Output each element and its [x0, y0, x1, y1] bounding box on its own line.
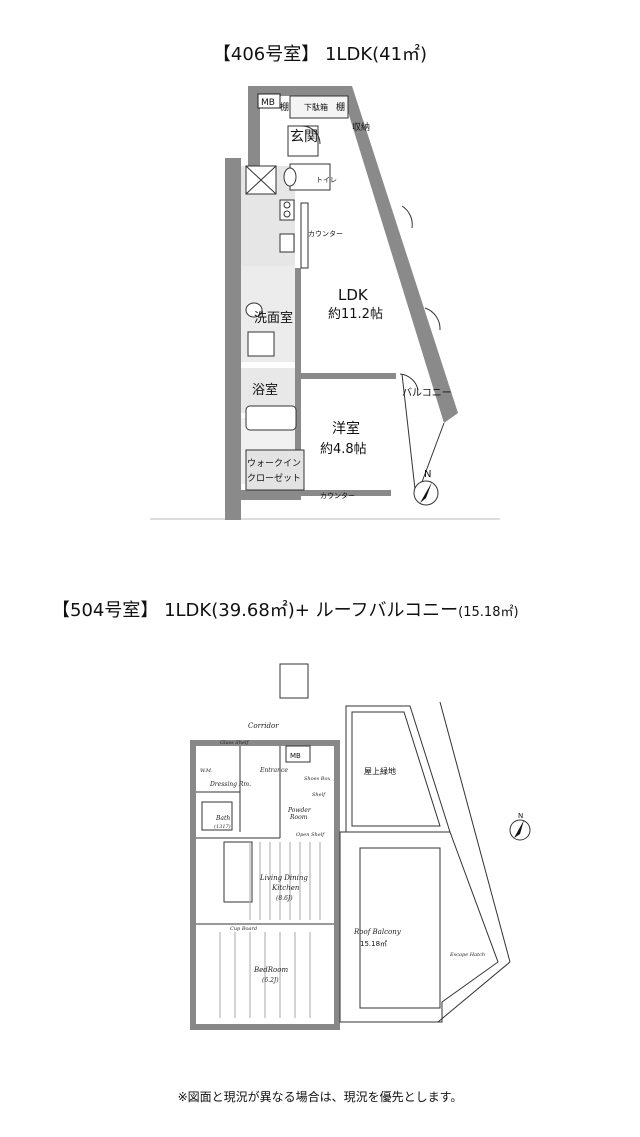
counter1-label: カウンター [308, 229, 343, 238]
bath-size-label: (1317) [214, 823, 231, 830]
north-label-504: N [518, 812, 523, 820]
toilet-label: トイレ [316, 176, 337, 184]
bath-label-504: Bath [215, 815, 230, 822]
roof-balcony-label: Roof Balcony [353, 928, 402, 936]
storage-label: 収納 [352, 121, 370, 133]
mb-label: MB [261, 98, 275, 108]
bedroom-label: BedRoom [253, 966, 288, 974]
roof-balcony-size-label: 15.18㎡ [360, 940, 387, 948]
powder-room-label: Room [289, 814, 308, 821]
walkin-label-2: クローゼット [247, 472, 301, 484]
bedroom-size-label: (6.2J) [262, 977, 279, 984]
unit-504-title: 【504号室】 1LDK(39.68㎡)+ ルーフバルコニー(15.18㎡) [52, 596, 519, 622]
wm-label: W.M. [200, 768, 213, 774]
western-size-label: 約4.8帖 [320, 442, 367, 457]
ldk-size-label: 約11.2帖 [328, 307, 383, 322]
footer-note: ※図面と現況が異なる場合は、現況を優先とします。 [177, 1090, 463, 1104]
mb-label-504: MB [290, 752, 301, 760]
shoes-box-label: Shoes Box [304, 776, 330, 782]
balcony-label: バルコニー [402, 387, 452, 399]
shelf2-label: 棚 [336, 101, 345, 113]
north-label-406: N [424, 469, 431, 480]
shelf-label-504: Shelf [312, 792, 326, 798]
living-size-label: (8.6J) [276, 895, 293, 902]
glass-shelf-label: Glass Shelf [220, 740, 249, 746]
floor-plan-504: Corridor Glass Shelf MB Entrance W.M. Dr… [190, 663, 531, 1030]
ldk-label: LDK [338, 286, 369, 304]
unit-504-title-main: 【504号室】 1LDK(39.68㎡)+ ルーフバルコニー [52, 600, 459, 621]
washroom-label: 洗面室 [254, 310, 293, 326]
cup-board-label: Cup Board [230, 926, 257, 932]
living-label: Living Dining [259, 874, 308, 882]
kitchen-label: Kitchen [271, 884, 300, 892]
bath-label: 浴室 [252, 382, 278, 398]
rooftop-green-label: 屋上緑地 [364, 766, 396, 776]
western-room-label: 洋室 [332, 420, 360, 437]
corridor-label: Corridor [248, 722, 279, 730]
shoe-box-label: 下駄箱 [304, 102, 328, 112]
entrance-label-504: Entrance [259, 767, 288, 774]
escape-hatch-label: Escape Hatch [449, 952, 485, 958]
open-shelf-label: Open Shelf [296, 832, 325, 838]
floor-plan-406: MB 棚 下駄箱 棚 収納 玄関 トイレ カウンター LDK 約11.2帖 洗面… [150, 86, 500, 520]
entrance-label: 玄関 [290, 128, 318, 145]
powder-label: Powder [287, 807, 312, 814]
unit-406-title: 【406号室】 1LDK(41㎡) [212, 44, 428, 65]
dressing-label: Dressing Rm. [209, 781, 251, 788]
counter2-label: カウンター [320, 491, 355, 500]
walkin-label-1: ウォークイン [247, 458, 301, 469]
unit-504-title-small: (15.18㎡) [458, 605, 519, 620]
shelf1-label: 棚 [280, 101, 289, 113]
